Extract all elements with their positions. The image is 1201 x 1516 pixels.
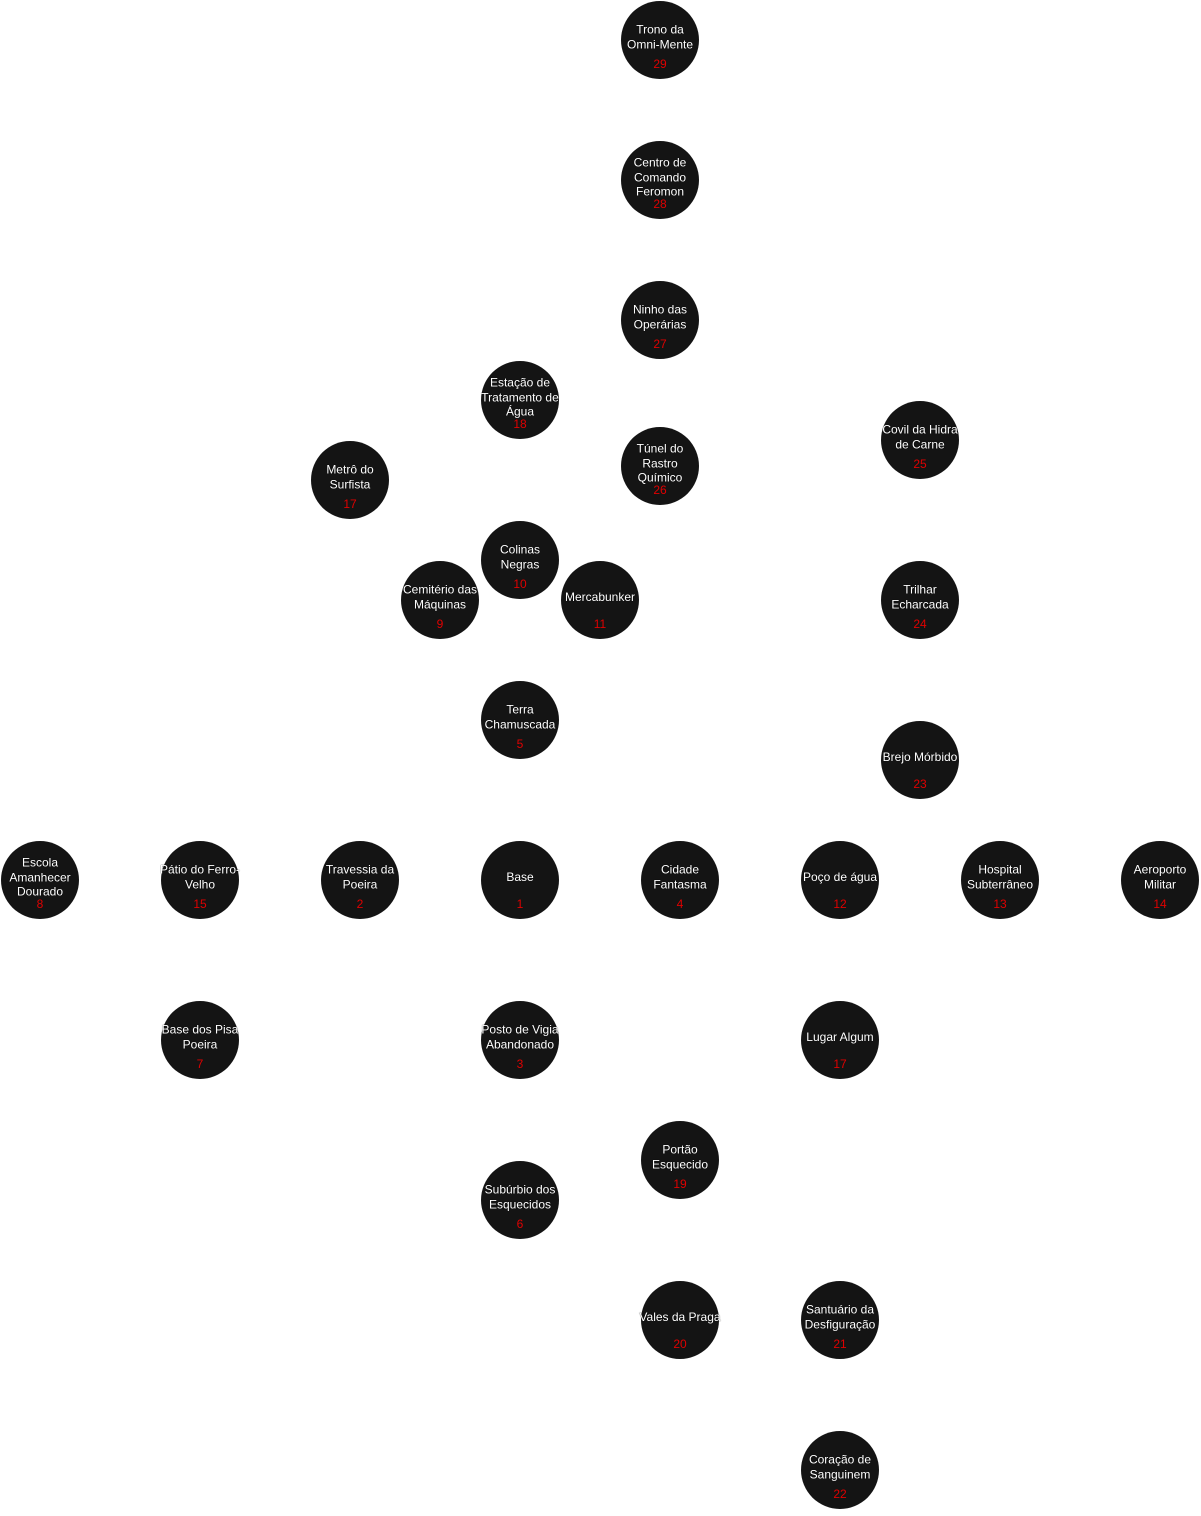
node-number: 21 xyxy=(833,1337,847,1351)
node-number: 17 xyxy=(343,497,357,511)
node-number: 29 xyxy=(653,57,667,71)
node-number: 17 xyxy=(833,1057,847,1071)
map-node-lugar[interactable]: Lugar Algum 17 xyxy=(801,1001,879,1079)
node-label: Vales da Praga xyxy=(639,1309,721,1324)
node-label: Escola Amanhecer Dourado xyxy=(9,855,71,899)
node-number: 4 xyxy=(676,897,684,911)
node-label: Pátio do Ferro-Velho xyxy=(159,862,241,892)
node-number: 26 xyxy=(653,483,667,497)
map-node-suburbio[interactable]: Subúrbio dos Esquecidos 6 xyxy=(481,1161,559,1239)
node-label: Lugar Algum xyxy=(806,1029,874,1044)
node-label: Coração de Sanguinem xyxy=(808,1452,872,1482)
node-number: 25 xyxy=(913,457,927,471)
map-node-aeroporto[interactable]: Aeroporto Militar 14 xyxy=(1121,841,1199,919)
map-node-vales[interactable]: Vales da Praga 20 xyxy=(639,1281,721,1359)
node-number: 11 xyxy=(593,617,607,631)
map-node-covil[interactable]: Covil da Hidra de Carne 25 xyxy=(881,401,959,479)
node-number: 13 xyxy=(993,897,1007,911)
node-label: Cemitério das Máquinas xyxy=(402,582,478,612)
map-node-coracao[interactable]: Coração de Sanguinem 22 xyxy=(801,1431,879,1509)
node-number: 24 xyxy=(913,617,927,631)
node-label: Terra Chamuscada xyxy=(484,702,556,732)
map-node-terra[interactable]: Terra Chamuscada 5 xyxy=(481,681,559,759)
node-label: Ninho das Operárias xyxy=(632,302,688,332)
node-number: 8 xyxy=(36,897,44,911)
node-number: 1 xyxy=(516,897,524,911)
node-label: Subúrbio dos Esquecidos xyxy=(484,1182,556,1212)
node-number: 18 xyxy=(513,417,527,431)
node-number: 6 xyxy=(516,1217,524,1231)
node-label: Mercabunker xyxy=(564,589,636,604)
node-label: Trilhar Echarcada xyxy=(891,582,949,612)
node-label: Estação de Tratamento de Água xyxy=(481,375,559,419)
node-label: Travessia da Poeira xyxy=(325,862,395,892)
map-node-mercabunker[interactable]: Mercabunker 11 xyxy=(561,561,639,639)
node-number: 2 xyxy=(356,897,364,911)
node-label: Base xyxy=(506,869,534,884)
node-number: 23 xyxy=(913,777,927,791)
node-number: 3 xyxy=(516,1057,524,1071)
node-number: 14 xyxy=(1153,897,1167,911)
node-label: Colinas Negras xyxy=(499,542,541,572)
node-label: Hospital Subterrâneo xyxy=(966,862,1034,892)
map-node-poco[interactable]: Poço de água 12 xyxy=(801,841,879,919)
node-label: Metrô do Surfista xyxy=(326,462,374,492)
node-label: Base dos Pisa Poeira xyxy=(161,1022,239,1052)
map-node-posto[interactable]: Posto de Vigia Abandonado 3 xyxy=(481,1001,559,1079)
node-number: 9 xyxy=(436,617,444,631)
node-number: 15 xyxy=(193,897,207,911)
map-node-hospital[interactable]: Hospital Subterrâneo 13 xyxy=(961,841,1039,919)
node-label: Santuário da Desfiguração xyxy=(804,1302,876,1332)
node-label: Posto de Vigia Abandonado xyxy=(481,1022,559,1052)
node-number: 10 xyxy=(513,577,527,591)
map-node-basepisa[interactable]: Base dos Pisa Poeira 7 xyxy=(161,1001,239,1079)
map-node-santuario[interactable]: Santuário da Desfiguração 21 xyxy=(801,1281,879,1359)
node-label: Trono da Omni-Mente xyxy=(626,22,694,52)
map-node-trono[interactable]: Trono da Omni-Mente 29 xyxy=(621,1,699,79)
node-number: 12 xyxy=(833,897,847,911)
map-node-cemiterio[interactable]: Cemitério das Máquinas 9 xyxy=(401,561,479,639)
map-node-brejo[interactable]: Brejo Mórbido 23 xyxy=(881,721,959,799)
map-node-metro[interactable]: Metrô do Surfista 17 xyxy=(311,441,389,519)
node-label: Brejo Mórbido xyxy=(882,749,958,764)
map-node-portao[interactable]: Portão Esquecido 19 xyxy=(641,1121,719,1199)
node-number: 20 xyxy=(673,1337,687,1351)
node-label: Poço de água xyxy=(802,869,878,884)
map-node-cidade[interactable]: Cidade Fantasma 4 xyxy=(641,841,719,919)
map-node-trilhar[interactable]: Trilhar Echarcada 24 xyxy=(881,561,959,639)
node-number: 5 xyxy=(516,737,524,751)
map-node-base[interactable]: Base 1 xyxy=(481,841,559,919)
node-label: Aeroporto Militar xyxy=(1133,862,1187,892)
node-number: 19 xyxy=(673,1177,687,1191)
map-node-colinas[interactable]: Colinas Negras 10 xyxy=(481,521,559,599)
node-label: Portão Esquecido xyxy=(651,1142,709,1172)
map-node-ninho[interactable]: Ninho das Operárias 27 xyxy=(621,281,699,359)
node-label: Covil da Hidra de Carne xyxy=(882,422,958,452)
map-node-travessia[interactable]: Travessia da Poeira 2 xyxy=(321,841,399,919)
map-node-patio[interactable]: Pátio do Ferro-Velho 15 xyxy=(159,841,241,919)
node-label: Túnel do Rastro Químico xyxy=(636,441,684,485)
node-number: 7 xyxy=(196,1057,204,1071)
node-label: Cidade Fantasma xyxy=(653,862,707,892)
node-number: 27 xyxy=(653,337,667,351)
node-number: 28 xyxy=(653,197,667,211)
node-number: 22 xyxy=(833,1487,847,1501)
node-label: Centro de Comando Feromon xyxy=(633,155,687,199)
